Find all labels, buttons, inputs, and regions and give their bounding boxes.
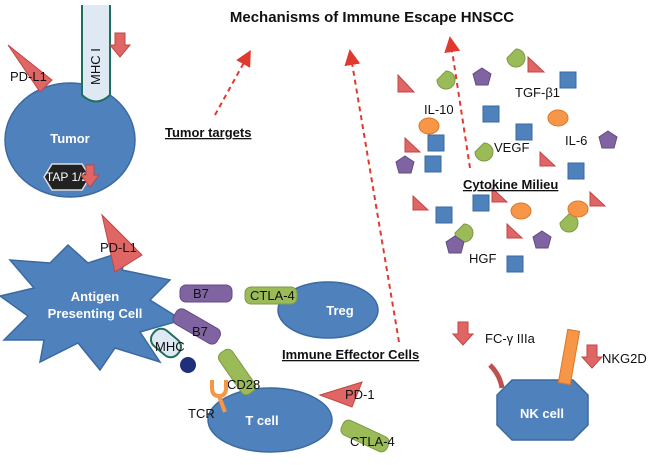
- cytokine-pac: [474, 142, 494, 162]
- cytokine-triangle: [539, 150, 557, 167]
- cytokine-circle: [567, 200, 589, 218]
- cytokine-pentagon: [472, 67, 492, 86]
- tcell-group: T cell CD28 TCR PD-1 CTLA-4: [188, 348, 395, 453]
- pd1-shape: [318, 381, 363, 408]
- apc-mhc-label: MHC: [155, 339, 185, 354]
- tumor-pd-l1-shape: [7, 44, 53, 93]
- cytokine-circle: [418, 117, 440, 135]
- cytokine-square: [482, 105, 500, 123]
- treg-cell: [277, 281, 379, 339]
- hgf-label: HGF: [469, 251, 497, 266]
- cytokine-square: [424, 155, 442, 173]
- cd28-label: CD28: [227, 377, 260, 392]
- tap-down-arrow-icon: [80, 164, 100, 188]
- fc-gamma-down-arrow-icon: [451, 321, 475, 346]
- cytokine-square: [559, 71, 577, 89]
- apc-pd-l1-label: PD-L1: [100, 240, 137, 255]
- treg-group: Treg CTLA-4: [244, 281, 379, 339]
- treg-ctla4-receptor: [244, 286, 298, 305]
- apc-mhc-receptor: [149, 327, 183, 359]
- antigen-icon: [180, 357, 196, 373]
- b7-label-b: B7: [192, 324, 208, 339]
- nk-cell: [496, 379, 589, 441]
- cytokine-pentagon: [445, 235, 465, 254]
- cytokine-square: [515, 123, 533, 141]
- diagram-title: Mechanisms of Immune Escape HNSCC: [230, 9, 514, 26]
- cytokine-square: [472, 194, 490, 212]
- cytokine-triangle: [527, 55, 546, 73]
- cytokine-pentagon: [532, 230, 552, 249]
- fc-gamma-receptor: [488, 363, 505, 389]
- tumor-targets-arrow: [214, 49, 251, 116]
- tumor-targets-label: Tumor targets: [165, 125, 251, 140]
- il10-label: IL-10: [424, 102, 454, 117]
- cytokine-triangle: [491, 186, 509, 203]
- cytokine-triangle: [404, 136, 422, 153]
- tcell-cell: [207, 387, 333, 453]
- nkg2d-label: NKG2D: [602, 351, 647, 366]
- immune-effector-arrow: [344, 49, 400, 343]
- nkg2d-down-arrow-icon: [580, 344, 604, 369]
- mhc-i-down-arrow-icon: [108, 32, 132, 58]
- fc-gamma-label: FC-γ IIIa: [485, 331, 536, 346]
- cytokine-circle: [510, 202, 532, 220]
- nk-group: NK cell FC-γ IIIa NKG2D: [451, 321, 647, 441]
- cytokine-square: [427, 134, 445, 152]
- cytokine-pac: [506, 48, 526, 68]
- tcell-label: T cell: [245, 413, 278, 428]
- vegf-label: VEGF: [494, 140, 529, 155]
- tcr-receptor: [210, 380, 228, 413]
- apc-pd-l1-shape: [101, 213, 143, 273]
- cytokine-milieu: IL-10 TGF-β1 VEGF IL-6 HGF Cytokine Mili…: [395, 48, 618, 273]
- tap-shape: [43, 163, 91, 191]
- cytokine-triangle: [589, 190, 607, 207]
- cytokine-square: [506, 255, 524, 273]
- tcell-ctla4-label: CTLA-4: [350, 434, 395, 449]
- tumor-label: Tumor: [50, 131, 89, 146]
- cytokine-pac: [436, 70, 456, 90]
- tgfb1-label: TGF-β1: [515, 85, 560, 100]
- apc-group: Antigen Presenting Cell PD-L1 B7 B7 MHC: [0, 213, 233, 373]
- tap-label: TAP 1/2: [46, 170, 89, 184]
- b7-label-a: B7: [193, 286, 209, 301]
- mhc-i-receptor: [81, 5, 111, 103]
- tcell-ctla4-receptor: [340, 419, 390, 453]
- cytokine-milieu-heading: Cytokine Milieu: [463, 177, 558, 192]
- cd28-receptor: [217, 348, 257, 396]
- cytokine-circle: [547, 109, 569, 127]
- tumor-cell: [4, 82, 136, 198]
- tumor-pd-l1-label: PD-L1: [10, 69, 47, 84]
- apc-label-line1: Antigen: [71, 289, 119, 304]
- treg-label: Treg: [326, 303, 354, 318]
- b7-receptor-b: [172, 308, 221, 345]
- cytokine-pentagon: [598, 130, 618, 149]
- apc-cell: [0, 243, 184, 372]
- il6-label: IL-6: [565, 133, 587, 148]
- cytokine-square: [567, 162, 585, 180]
- cytokine-arrow: [444, 36, 471, 169]
- mhc-i-label: MHC I: [88, 48, 103, 85]
- immune-effector-label: Immune Effector Cells: [282, 347, 419, 362]
- cytokine-triangle: [506, 222, 524, 239]
- pd1-label: PD-1: [345, 387, 375, 402]
- b7-receptor-a: [179, 284, 233, 303]
- nkg2d-receptor: [557, 328, 581, 386]
- cytokine-pentagon: [395, 155, 415, 174]
- cytokine-square: [435, 206, 453, 224]
- apc-label-line2: Presenting Cell: [48, 306, 143, 321]
- tumor-group: PD-L1 MHC I Tumor TAP 1/2: [4, 5, 136, 198]
- cytokine-triangle: [397, 73, 416, 93]
- treg-ctla4-label: CTLA-4: [250, 288, 295, 303]
- cytokine-triangle: [412, 194, 430, 211]
- tcr-label: TCR: [188, 406, 215, 421]
- nk-label: NK cell: [520, 406, 564, 421]
